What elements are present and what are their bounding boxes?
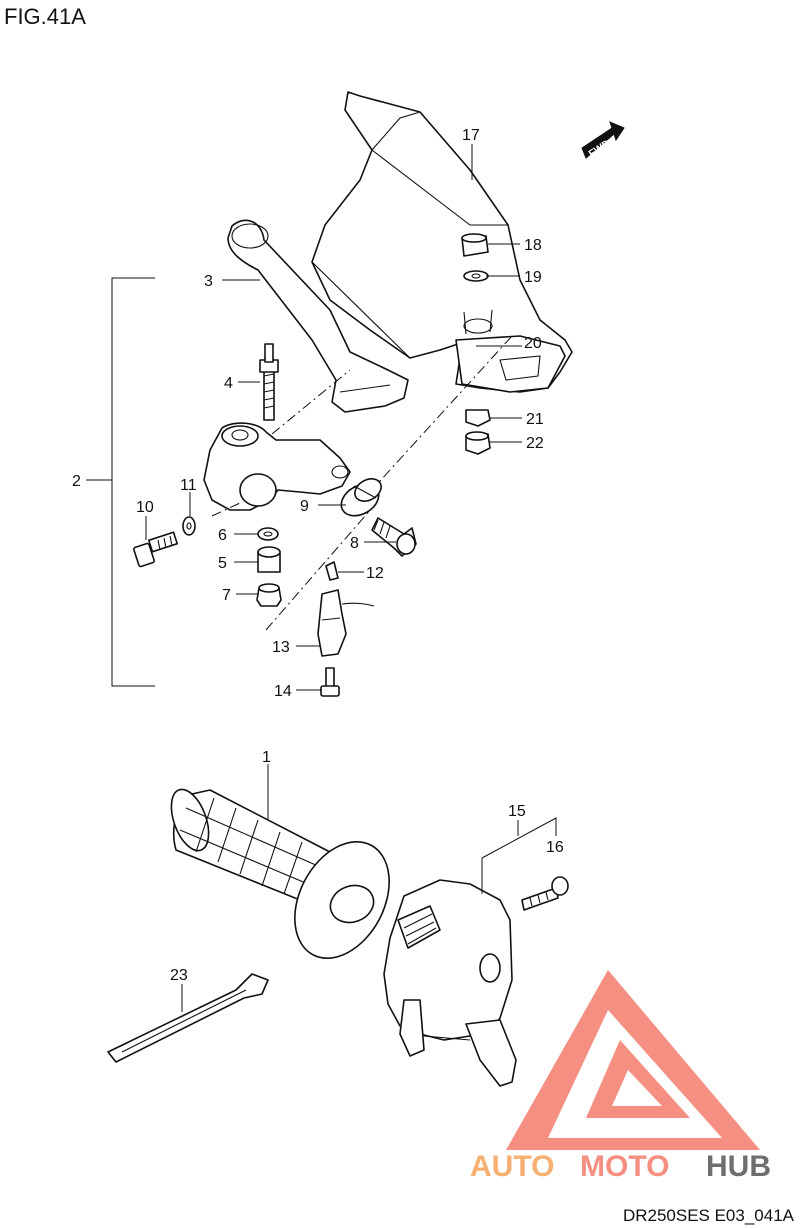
figure-title: FIG.41A [4, 4, 86, 29]
leader-lines [145, 144, 522, 1012]
callout-6: 6 [218, 527, 227, 544]
adjuster-bolt [371, 517, 417, 557]
guard-nut-21 [465, 409, 491, 427]
callout-1: 1 [262, 749, 271, 766]
callout-22: 22 [526, 435, 544, 452]
automotohub-logo: AUTO MOTO HUB [470, 970, 771, 1183]
lever-nut [256, 583, 282, 607]
cable-tie [107, 973, 269, 1063]
callout-8: 8 [350, 535, 359, 552]
callout-21: 21 [526, 411, 544, 428]
lever-holder [203, 422, 351, 511]
logo-text-hub: HUB [706, 1150, 771, 1183]
fwd-label: FWD [587, 138, 612, 160]
callout-3: 3 [204, 273, 213, 290]
clutch-switch [317, 589, 375, 657]
holder-bolt [133, 531, 179, 568]
callout-9: 9 [300, 498, 309, 515]
switch-screw-16 [521, 876, 569, 911]
callout-16: 16 [546, 839, 564, 856]
logo-text-auto: AUTO [470, 1150, 554, 1183]
forward-arrow-icon: FWD [581, 121, 625, 160]
callout-14: 14 [274, 683, 292, 700]
handlebar-switch [383, 879, 517, 1087]
callout-4: 4 [224, 375, 233, 392]
hand-guard [311, 91, 573, 393]
callout-20: 20 [524, 335, 542, 352]
washer-11 [182, 516, 196, 536]
callout-18: 18 [524, 237, 542, 254]
switch-screw [320, 667, 340, 697]
callout-13: 13 [272, 639, 290, 656]
lever-pivot-bolt [259, 343, 279, 421]
adjuster-knob [340, 478, 382, 517]
callout-10: 10 [136, 499, 154, 516]
guard-cap-nut [465, 431, 491, 455]
callout-23: 23 [170, 967, 188, 984]
figure-code: DR250SES E03_041A [622, 1206, 794, 1225]
callout-11: 11 [180, 477, 197, 494]
callout-2: 2 [72, 473, 81, 490]
logo-text-moto: MOTO [580, 1150, 669, 1183]
guard-cap [461, 233, 489, 257]
callout-19: 19 [524, 269, 542, 286]
clutch-lever [227, 219, 409, 413]
callout-15: 15 [508, 803, 526, 820]
handlebar-grip [170, 788, 390, 959]
callout-12: 12 [366, 565, 384, 582]
washer-19 [463, 270, 489, 282]
collar [257, 546, 281, 573]
callout-7: 7 [222, 587, 231, 604]
callout-labels: 1 2 3 4 5 6 7 8 9 10 11 12 13 14 15 16 1… [72, 127, 564, 984]
washer-6 [257, 527, 279, 541]
assembly-bracket [111, 277, 155, 687]
callout-17: 17 [462, 127, 480, 144]
switch-clip [325, 561, 339, 581]
callout-5: 5 [218, 555, 227, 572]
